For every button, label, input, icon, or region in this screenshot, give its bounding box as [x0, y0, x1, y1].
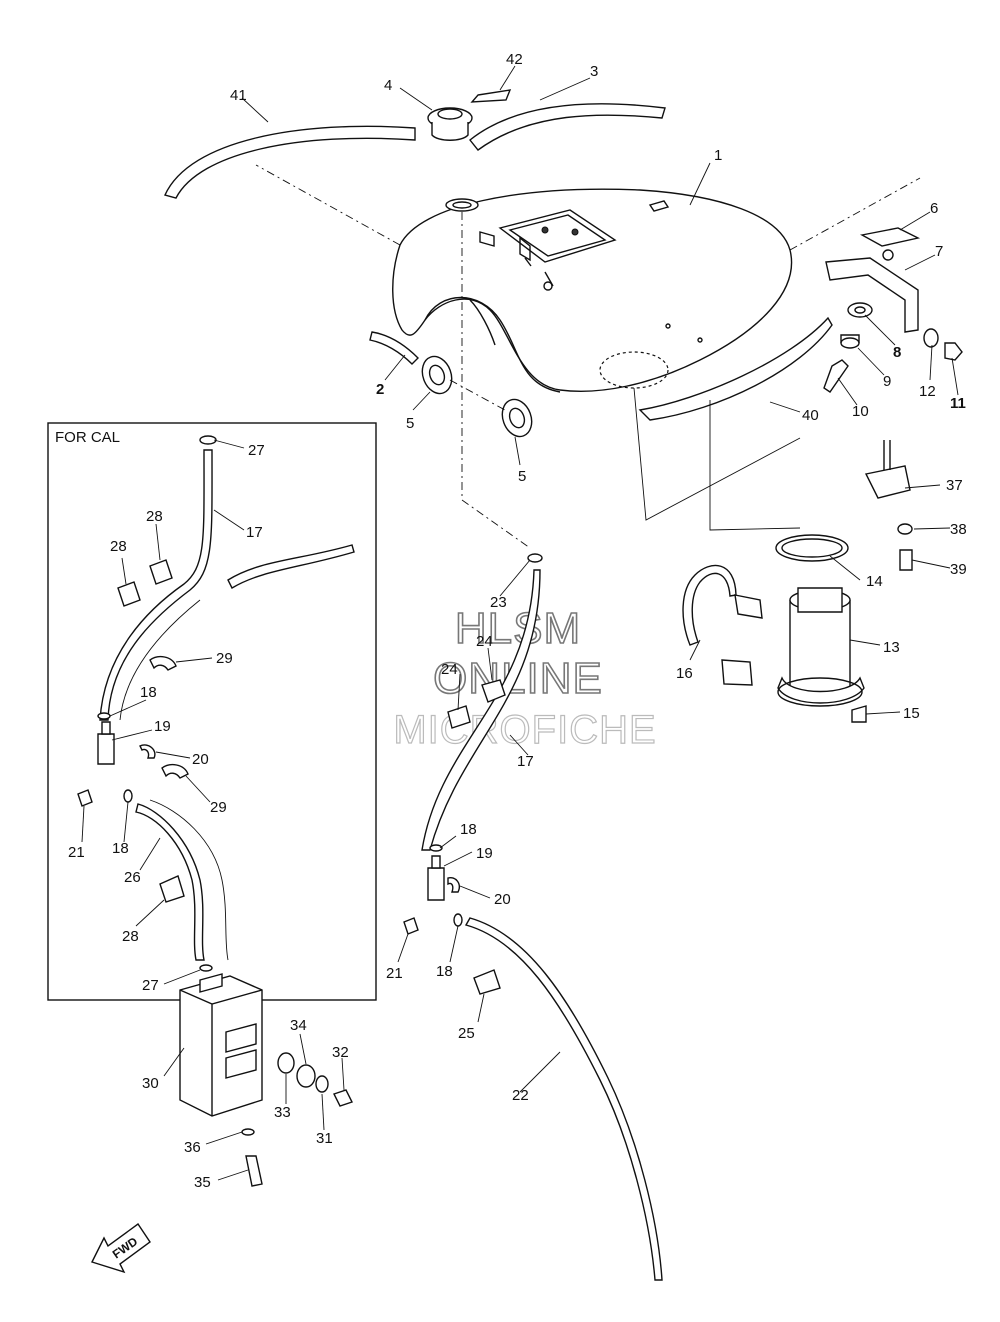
fuel-pump-13 — [777, 587, 865, 707]
bracket-7 — [825, 249, 919, 333]
bolt-39 — [899, 549, 913, 571]
gasket-14 — [775, 534, 849, 562]
callout-15: 15 — [903, 705, 920, 722]
callout-37: 37 — [946, 477, 963, 494]
tank-trim-3 — [469, 103, 666, 151]
hose-2 — [369, 331, 419, 365]
damper-5a — [421, 355, 453, 395]
callout-18a: 18 — [460, 821, 477, 838]
clamp-24a — [481, 679, 506, 703]
callout-19: 19 — [476, 845, 493, 862]
washer-38 — [897, 523, 913, 535]
callout-inset-20: 20 — [192, 751, 209, 768]
clip-20-main — [447, 877, 460, 893]
callout-16: 16 — [676, 665, 693, 682]
clip-23 — [527, 553, 543, 563]
grommet-8 — [847, 302, 873, 318]
callout-inset-28b: 28 — [110, 538, 127, 555]
hose-16 — [682, 564, 763, 686]
callout-3: 3 — [590, 63, 598, 80]
callout-6: 6 — [930, 200, 938, 217]
callout-inset-17: 17 — [246, 524, 263, 541]
collar-9 — [840, 334, 860, 349]
callout-inset-28c: 28 — [122, 928, 139, 945]
callout-21: 21 — [386, 965, 403, 982]
callout-labels: 1 2 3 4 5 5 6 7 8 9 10 11 12 13 14 15 16… — [68, 51, 967, 1191]
clip-18-main-a — [429, 844, 443, 852]
callout-24a: 24 — [476, 633, 493, 650]
cover-6 — [859, 227, 921, 247]
callout-9: 9 — [883, 373, 891, 390]
callout-42: 42 — [506, 51, 523, 68]
callout-38: 38 — [950, 521, 967, 538]
watermark-line-1: HLSM — [455, 604, 581, 653]
callout-25: 25 — [458, 1025, 475, 1042]
callout-inset-30: 30 — [142, 1075, 159, 1092]
bolt-11 — [944, 342, 963, 361]
hose-17-main — [421, 569, 541, 851]
callout-10: 10 — [852, 403, 869, 420]
callout-inset-33: 33 — [274, 1104, 291, 1121]
callout-2: 2 — [376, 381, 384, 398]
callout-23: 23 — [490, 594, 507, 611]
inset-title: FOR CAL — [55, 429, 120, 446]
callout-12: 12 — [919, 383, 936, 400]
callout-inset-35: 35 — [194, 1174, 211, 1191]
watermark: HLSM ONLINE MICROFICHE — [393, 603, 657, 752]
emblem-42 — [470, 89, 512, 103]
callout-5a: 5 — [406, 415, 414, 432]
clip-18-main-b — [453, 913, 463, 927]
callout-22: 22 — [512, 1087, 529, 1104]
callout-inset-34: 34 — [290, 1017, 307, 1034]
callout-inset-28a: 28 — [146, 508, 163, 525]
callout-inset-27b: 27 — [142, 977, 159, 994]
callout-8: 8 — [893, 344, 901, 361]
callout-inset-18b: 18 — [112, 840, 129, 857]
fuel-cap — [427, 107, 473, 141]
callout-inset-21: 21 — [68, 844, 85, 861]
watermark-line-3: MICROFICHE — [393, 708, 656, 752]
bolt-15 — [851, 705, 867, 723]
callout-inset-32: 32 — [332, 1044, 349, 1061]
callout-40: 40 — [802, 407, 819, 424]
clamp-24b — [447, 705, 471, 729]
callout-17: 17 — [517, 753, 534, 770]
damper-5b — [501, 398, 533, 438]
callout-5b: 5 — [518, 468, 526, 485]
valve-19-main — [427, 855, 445, 901]
hose-22 — [464, 917, 663, 1281]
callout-18b: 18 — [436, 963, 453, 980]
inset-for-cal: FOR CAL — [47, 422, 377, 1187]
callout-1: 1 — [714, 147, 722, 164]
forward-arrow-icon: FWD — [91, 1223, 151, 1274]
callout-inset-18a: 18 — [140, 684, 157, 701]
callout-7: 7 — [935, 243, 943, 260]
clamp-25 — [473, 969, 501, 995]
sensor-37 — [864, 440, 911, 499]
tank-strip-40 — [638, 316, 833, 421]
callout-24b: 24 — [441, 661, 458, 678]
callout-inset-26: 26 — [124, 869, 141, 886]
callout-inset-19: 19 — [154, 718, 171, 735]
callout-11: 11 — [950, 395, 966, 412]
callout-inset-27a: 27 — [248, 442, 265, 459]
tank-trim-41 — [164, 125, 416, 199]
callout-41: 41 — [230, 87, 247, 104]
leader-lines — [81, 65, 959, 1181]
callout-inset-29b: 29 — [210, 799, 227, 816]
callout-inset-29a: 29 — [216, 650, 233, 667]
callout-13: 13 — [883, 639, 900, 656]
callout-39: 39 — [950, 561, 967, 578]
fuel-tank — [255, 164, 921, 393]
callout-20: 20 — [494, 891, 511, 908]
cap-21-main — [403, 917, 419, 935]
callout-inset-31: 31 — [316, 1130, 333, 1147]
callout-4: 4 — [384, 77, 392, 94]
callout-14: 14 — [866, 573, 883, 590]
callout-inset-36: 36 — [184, 1139, 201, 1156]
washer-12 — [923, 328, 939, 348]
